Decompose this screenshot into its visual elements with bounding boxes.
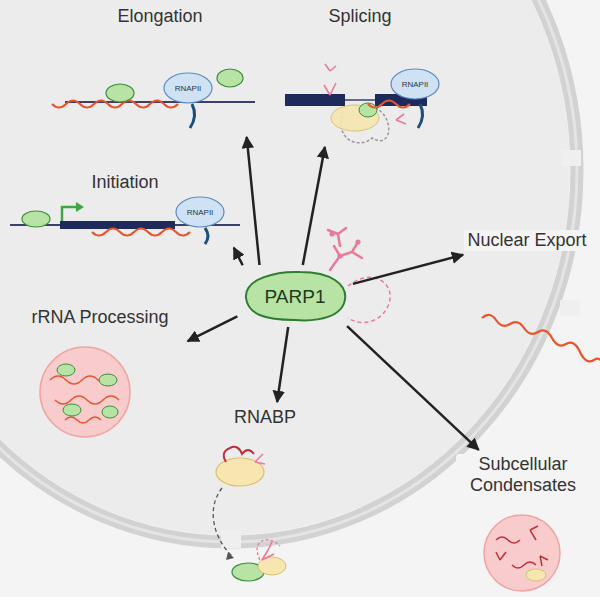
category-heading: Nuclear Export: [458, 228, 596, 253]
protein-name: PARP1: [261, 284, 330, 309]
nuclear-pore: [560, 300, 580, 316]
transport-path: [213, 488, 232, 556]
polymerase-label: RNAPII: [175, 84, 202, 93]
parp1-blob: [99, 374, 117, 386]
rnapii-shape: [391, 69, 439, 99]
category-heading: Elongation: [60, 4, 260, 29]
par-chain: [328, 228, 362, 270]
category-heading: rRNA Processing: [15, 305, 185, 330]
rnapii-shape: [176, 197, 224, 227]
rna-strand: [368, 101, 410, 108]
nucleolus: [40, 347, 130, 437]
parp1-blob: [63, 404, 81, 416]
tss-arrowhead: [76, 202, 84, 212]
condensate-contents: [496, 526, 548, 568]
category-heading: Splicing: [275, 4, 445, 29]
intron-line: [345, 99, 375, 101]
rna-strand: [92, 229, 190, 236]
connector-arrow: [188, 316, 238, 341]
connector-arrow: [347, 326, 479, 450]
nuclear-pore: [561, 150, 581, 166]
par-chain: [255, 454, 265, 464]
polymerase-label: RNAPII: [402, 80, 429, 89]
text-patch: Nuclear Export: [464, 230, 589, 251]
rna-hairpin: [224, 447, 254, 462]
rnapii-shape: [164, 73, 212, 103]
parp1-blob: [102, 406, 118, 418]
par-chain: [324, 64, 406, 124]
parp1-blob: [22, 211, 50, 227]
transport-arrowhead: [226, 552, 234, 560]
polymerase-label: RNAPII: [187, 208, 214, 217]
nuclear-pore: [221, 530, 241, 548]
category-heading: Subcellular Condensates: [452, 452, 594, 498]
nuclear-export-group: Nuclear Export: [458, 228, 596, 254]
ctd-tail: [418, 104, 423, 128]
par-unit: [329, 231, 334, 236]
splicing-group: Splicing: [275, 4, 445, 144]
parp1-blob: [217, 69, 243, 87]
condensate: [484, 515, 560, 591]
ctd-tail: [205, 228, 208, 244]
parp1-blob: [57, 364, 75, 376]
par-dashed-loop: [257, 540, 280, 560]
connector-arrow: [277, 327, 288, 402]
text-patch: Subcellular Condensates: [456, 454, 590, 496]
connector-arrow: [247, 137, 260, 265]
tss-arrow: [62, 207, 78, 221]
par-unit: [355, 239, 360, 244]
par-unit: [337, 253, 342, 258]
ctd-tail: [190, 104, 195, 128]
parp1-protein: PARP1: [240, 268, 350, 324]
gene-body: [60, 221, 175, 229]
rrna-processing-group: rRNA Processing: [15, 305, 185, 440]
parp1-blob: [106, 84, 134, 102]
rnabp-group: RNABP: [205, 405, 325, 585]
rna-binding-protein: [526, 569, 546, 581]
parp1-blob: [246, 272, 345, 320]
exon: [285, 94, 345, 106]
connector-arrow: [234, 248, 243, 266]
connector-arrow: [353, 255, 463, 284]
elongation-group: Elongation: [60, 4, 260, 134]
par-chain: [262, 542, 274, 560]
category-heading: RNABP: [205, 405, 325, 430]
connector-arrow: [303, 147, 325, 265]
exported-mrna: [482, 315, 600, 370]
category-heading: Initiation: [5, 170, 245, 195]
condensates-group: Subcellular Condensates: [452, 452, 594, 595]
